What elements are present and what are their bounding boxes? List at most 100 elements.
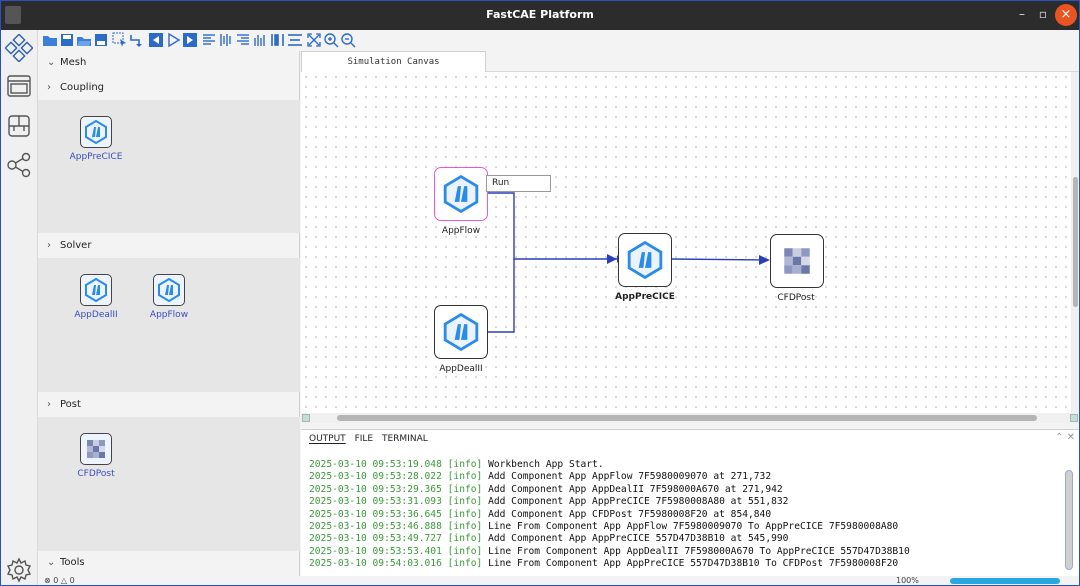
scroll-left-arrow[interactable] [302,414,310,422]
panel-scrollbar[interactable] [1061,456,1077,585]
component-label: AppFlow [149,310,189,320]
align-center-icon[interactable] [218,32,234,48]
chevron-down-icon: ⌄ [47,557,56,568]
step-forward-icon[interactable] [182,32,198,48]
log-level: [info] [447,496,483,508]
tab-simulation-canvas[interactable]: Simulation Canvas [301,51,486,72]
open-icon[interactable] [76,32,92,48]
align-right-icon[interactable] [235,32,251,48]
play-icon[interactable] [165,32,181,48]
node-appflow[interactable] [434,167,488,221]
log-level: [info] [447,459,483,470]
log-line: 2025-03-10 09:53:28.022 [info] Add Compo… [309,471,1059,483]
layout-icon[interactable] [5,112,33,140]
simulation-canvas[interactable]: AppFlow AppDealII AppPreCICE CFDPost [301,72,1071,413]
log-line: 2025-03-10 09:53:46.888 [info] Line From… [309,521,1059,533]
connect-icon[interactable] [129,32,145,48]
log-timestamp: 2025-03-10 09:53:36.645 [309,508,442,520]
node-label: AppDealII [439,364,483,374]
tab-file[interactable]: FILE [354,434,374,444]
log-timestamp: 2025-03-10 09:53:29.365 [309,483,442,495]
title-bar: FastCAE Platform – ▫ × [1,1,1079,30]
component-sidebar: ⌄ Mesh › Coupling AppPreCICE › Solver Ap… [38,51,300,585]
log-message: Add Component App AppDealII 7F598000A670… [488,483,783,495]
node-label: CFDPost [777,293,815,303]
status-bar: ⊗ 0 △ 0 100% [38,576,1079,585]
node-label: AppFlow [441,226,481,236]
open-folder-icon[interactable] [42,32,58,48]
canvas-horizontal-scrollbar[interactable] [301,413,1079,423]
fit-view-icon[interactable] [306,32,322,48]
scroll-right-arrow[interactable] [1070,414,1078,422]
align-bottom-icon[interactable] [270,32,286,48]
section-coupling[interactable]: › Coupling [38,76,300,100]
log-message: Add Component App AppPreCICE 557D47D38B1… [488,533,789,545]
post-components: CFDPost [38,417,300,551]
log-line: 2025-03-10 09:53:49.727 [info] Add Compo… [309,533,1059,545]
log-level: [info] [447,483,483,495]
align-v-center-icon[interactable] [287,32,303,48]
section-post[interactable]: › Post [38,393,300,417]
component-cfdpost[interactable]: CFDPost [66,433,126,479]
section-mesh[interactable]: ⌄ Mesh [38,51,300,75]
log-message: Line From Component App AppPreCICE 557D4… [488,558,899,570]
component-label: AppPreCICE [69,152,123,162]
window-icon[interactable] [5,72,33,100]
component-appdealii[interactable]: AppDealII [66,274,126,320]
component-appflow[interactable]: AppFlow [139,274,199,320]
share-graph-icon[interactable] [5,151,33,179]
select-icon[interactable] [112,32,128,48]
save-icon[interactable] [59,32,75,48]
components-icon[interactable] [4,33,34,63]
log-line: 2025-03-10 09:53:53.401 [info] Line From… [309,546,1059,558]
scroll-thumb[interactable] [1065,470,1073,570]
log-line: 2025-03-10 09:53:36.645 [info] Add Compo… [309,509,1059,521]
log-timestamp: 2025-03-10 09:54:03.016 [309,558,442,570]
zoom-in-icon[interactable] [323,32,339,48]
zoom-slider[interactable] [950,578,1060,584]
zoom-out-icon[interactable] [340,32,356,48]
section-tools[interactable]: ⌄ Tools [38,551,300,575]
error-count[interactable]: ⊗ 0 △ 0 [44,576,75,585]
component-label: CFDPost [77,469,115,479]
log-line: 2025-03-10 09:53:29.365 [info] Add Compo… [309,484,1059,496]
close-button[interactable]: × [1055,4,1077,26]
scroll-thumb[interactable] [1073,177,1078,307]
component-appprecice[interactable]: AppPreCICE [66,116,126,162]
log-timestamp: 2025-03-10 09:53:46.888 [309,521,442,533]
node-cfdpost[interactable] [770,234,824,288]
app-logo-icon [627,241,663,279]
log-level: [info] [447,471,483,483]
context-menu-run[interactable]: Run [486,175,551,192]
edge-appflow-appprecice [487,192,617,260]
log-level: [info] [447,521,483,533]
tab-output[interactable]: OUTPUT [309,434,346,444]
log-timestamp: 2025-03-10 09:53:31.093 [309,496,442,508]
tab-terminal[interactable]: TERMINAL [381,434,428,444]
distribute-icon[interactable] [252,32,268,48]
log-level: [info] [447,545,483,557]
save-as-icon[interactable] [93,32,109,48]
panel-collapse-icon[interactable]: ⌃ ✕ [1055,432,1075,443]
step-back-icon[interactable] [148,32,164,48]
align-left-icon[interactable] [201,32,217,48]
log-timestamp: 2025-03-10 09:53:28.022 [309,471,442,483]
log-message: Add Component App AppPreCICE 7F5980008A8… [488,496,789,508]
section-solver[interactable]: › Solver [38,234,300,258]
minimize-button[interactable]: – [1019,7,1025,21]
window-title: FastCAE Platform [486,8,594,21]
editor-tab-bar: Simulation Canvas [301,51,1079,72]
app-icon [5,6,21,24]
canvas-vertical-scrollbar[interactable] [1071,72,1079,413]
maximize-button[interactable]: ▫ [1038,7,1047,21]
panel-tab-bar: OUTPUT FILE TERMINAL [309,434,434,448]
node-appprecice[interactable] [618,233,672,287]
section-label: Mesh [60,57,87,68]
node-appdealii[interactable] [434,305,488,359]
scroll-thumb[interactable] [337,415,1037,421]
edge-appprecice-cfdpost [670,258,768,261]
log-message: Line From Component App AppFlow 7F598000… [488,521,899,533]
settings-gear-icon[interactable] [5,556,33,584]
chevron-down-icon: ⌄ [47,57,56,68]
